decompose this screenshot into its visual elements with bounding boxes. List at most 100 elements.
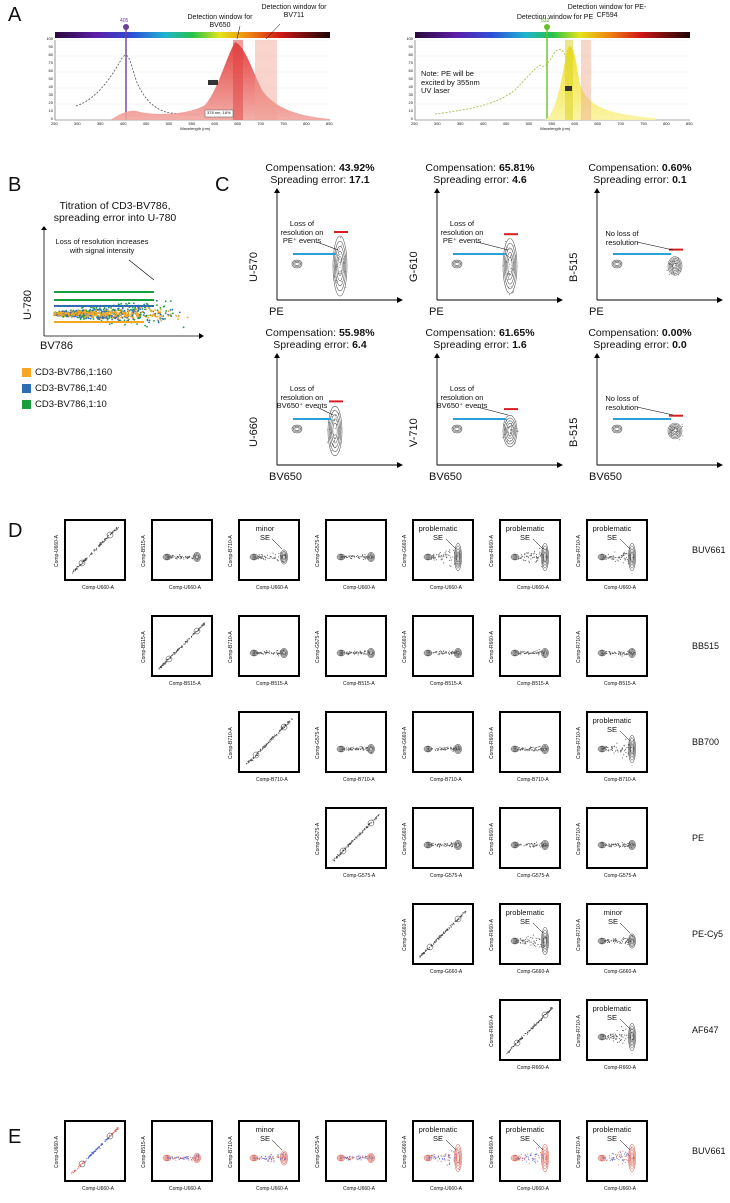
spillover-plot-svg	[158, 622, 206, 670]
panel-b-event-dot	[108, 323, 111, 325]
spectrum-left-xtick: 550	[188, 121, 196, 126]
spectrum-right-xtick: 650	[594, 121, 602, 126]
panel-b-event-dot	[141, 308, 144, 310]
spillover-note: problematic SE	[418, 1125, 458, 1143]
panel-b-event-dot	[122, 312, 125, 315]
panel-b-event-dot	[133, 310, 135, 312]
panel-b-event-dot	[106, 315, 109, 318]
panel-b-event-dot	[177, 315, 180, 318]
panel-b-event-dot	[106, 318, 109, 321]
panel-b-event-dot	[127, 319, 130, 322]
panel-b-event-dot	[95, 309, 97, 312]
panel-b-event-dot	[172, 312, 174, 315]
panel-b-event-dot	[57, 312, 60, 315]
spillover-ylabel: Comp-G575-A	[315, 534, 321, 567]
panel-b-event-dot	[171, 308, 174, 311]
spillover-ylabel: Comp-G660-A	[402, 822, 408, 855]
panel-b-event-dot	[70, 316, 73, 318]
panel-b-event-dot	[131, 310, 134, 312]
legend-swatch	[22, 400, 31, 409]
panel-b-event-dot	[121, 317, 124, 319]
spillover-plot-svg	[510, 743, 549, 755]
spillover-plot-svg	[249, 647, 288, 659]
panel-b-event-dot	[107, 309, 109, 311]
panel-b-event-dot	[162, 305, 165, 308]
panel-b-event-dot	[62, 314, 65, 316]
panel-b-event-dot	[170, 315, 173, 318]
panel-b-event-dot	[114, 314, 116, 317]
spreading-error-line: Spreading error: 1.6	[405, 339, 555, 351]
panel-b-event-dot	[107, 306, 110, 309]
panel-a-letter: A	[8, 4, 22, 26]
panel-b-event-dot	[82, 309, 84, 311]
spectrum-right-xtick: 450	[502, 121, 510, 126]
spillover-xlabel: Comp-R660-A	[604, 1065, 636, 1071]
panel-b-event-dot	[74, 312, 77, 315]
panel-b-event-dot	[89, 317, 92, 320]
compensation-label: Compensation:	[588, 162, 662, 174]
spillover-xlabel: Comp-U660-A	[256, 585, 288, 591]
panel-b-event-dot	[121, 307, 124, 310]
spectrum-chart-left: Detection window for BV650 Detection win…	[40, 4, 340, 135]
spillover-plot-frame	[151, 615, 213, 677]
spillover-note: problematic SE	[505, 524, 545, 542]
compensation-note: No loss of resolution	[605, 229, 639, 247]
spillover-ylabel: Comp-G660-A	[402, 1135, 408, 1168]
spillover-plot-frame	[586, 1120, 648, 1182]
spectrum-left-ytick: 30	[48, 92, 53, 97]
panel-b-annotation: Loss of resolution increases with signal…	[55, 237, 149, 255]
spillover-ylabel: Comp-U660-A	[54, 535, 60, 567]
spillover-xlabel: Comp-G660-A	[517, 969, 550, 975]
compensation-ylabel: G-610	[408, 251, 420, 282]
panel-b-event-dot	[164, 317, 167, 320]
panel-b-event-dot	[156, 299, 158, 302]
spillover-plot-frame	[499, 807, 561, 869]
panel-b-event-dot	[154, 315, 156, 317]
panel-b-event-dot	[102, 316, 105, 319]
panel-b-event-dot	[79, 318, 82, 321]
panel-b-event-dot	[143, 315, 146, 318]
panel-b-event-dot	[143, 303, 146, 306]
spillover-ylabel: Comp-R710-A	[576, 1136, 582, 1168]
panel-b-event-dot	[107, 317, 110, 320]
readout-left: 378 nm, 16%	[207, 110, 231, 115]
spillover-xlabel: Comp-B710-A	[343, 777, 375, 783]
panel-b-event-dot	[92, 318, 95, 320]
panel-b-event-dot	[91, 313, 93, 316]
panel-b-event-dot	[120, 302, 122, 305]
spillover-xlabel: Comp-U660-A	[604, 585, 636, 591]
panel-b-event-dot	[157, 310, 160, 312]
panel-b-event-dot	[65, 313, 68, 315]
panel-e-row-label: BUV661	[692, 1146, 726, 1156]
spillover-ylabel: Comp-G660-A	[402, 630, 408, 663]
panel-b-event-dot	[59, 313, 62, 316]
spillover-plot-svg	[597, 538, 636, 572]
compensation-value: 65.81%	[498, 162, 535, 174]
spreading-error-label: Spreading error:	[433, 174, 513, 186]
panel-b-event-dot	[82, 315, 84, 318]
spillover-xlabel: Comp-B515-A	[517, 681, 549, 687]
panel-b-event-dot	[139, 313, 142, 316]
panel-b-event-dot	[134, 306, 137, 309]
spillover-ylabel: Comp-R710-A	[576, 631, 582, 663]
panel-b-event-dot	[96, 308, 99, 311]
spillover-xlabel: Comp-B710-A	[604, 777, 636, 783]
spillover-ylabel: Comp-R660-A	[489, 631, 495, 663]
spectrum-left-xtick: 250	[51, 121, 58, 126]
spectrum-right-xtick: 850	[686, 121, 693, 126]
spillover-note: minor SE	[255, 1125, 275, 1143]
spillover-xlabel: Comp-U660-A	[82, 1186, 114, 1192]
panel-b-event-dot	[112, 313, 115, 316]
panel-b-event-dot	[144, 324, 146, 327]
panel-b-event-dot	[164, 312, 167, 314]
panel-b-event-dot	[115, 316, 118, 319]
panel-b-event-dot	[63, 312, 66, 315]
panel-b-event-dot	[139, 308, 142, 311]
